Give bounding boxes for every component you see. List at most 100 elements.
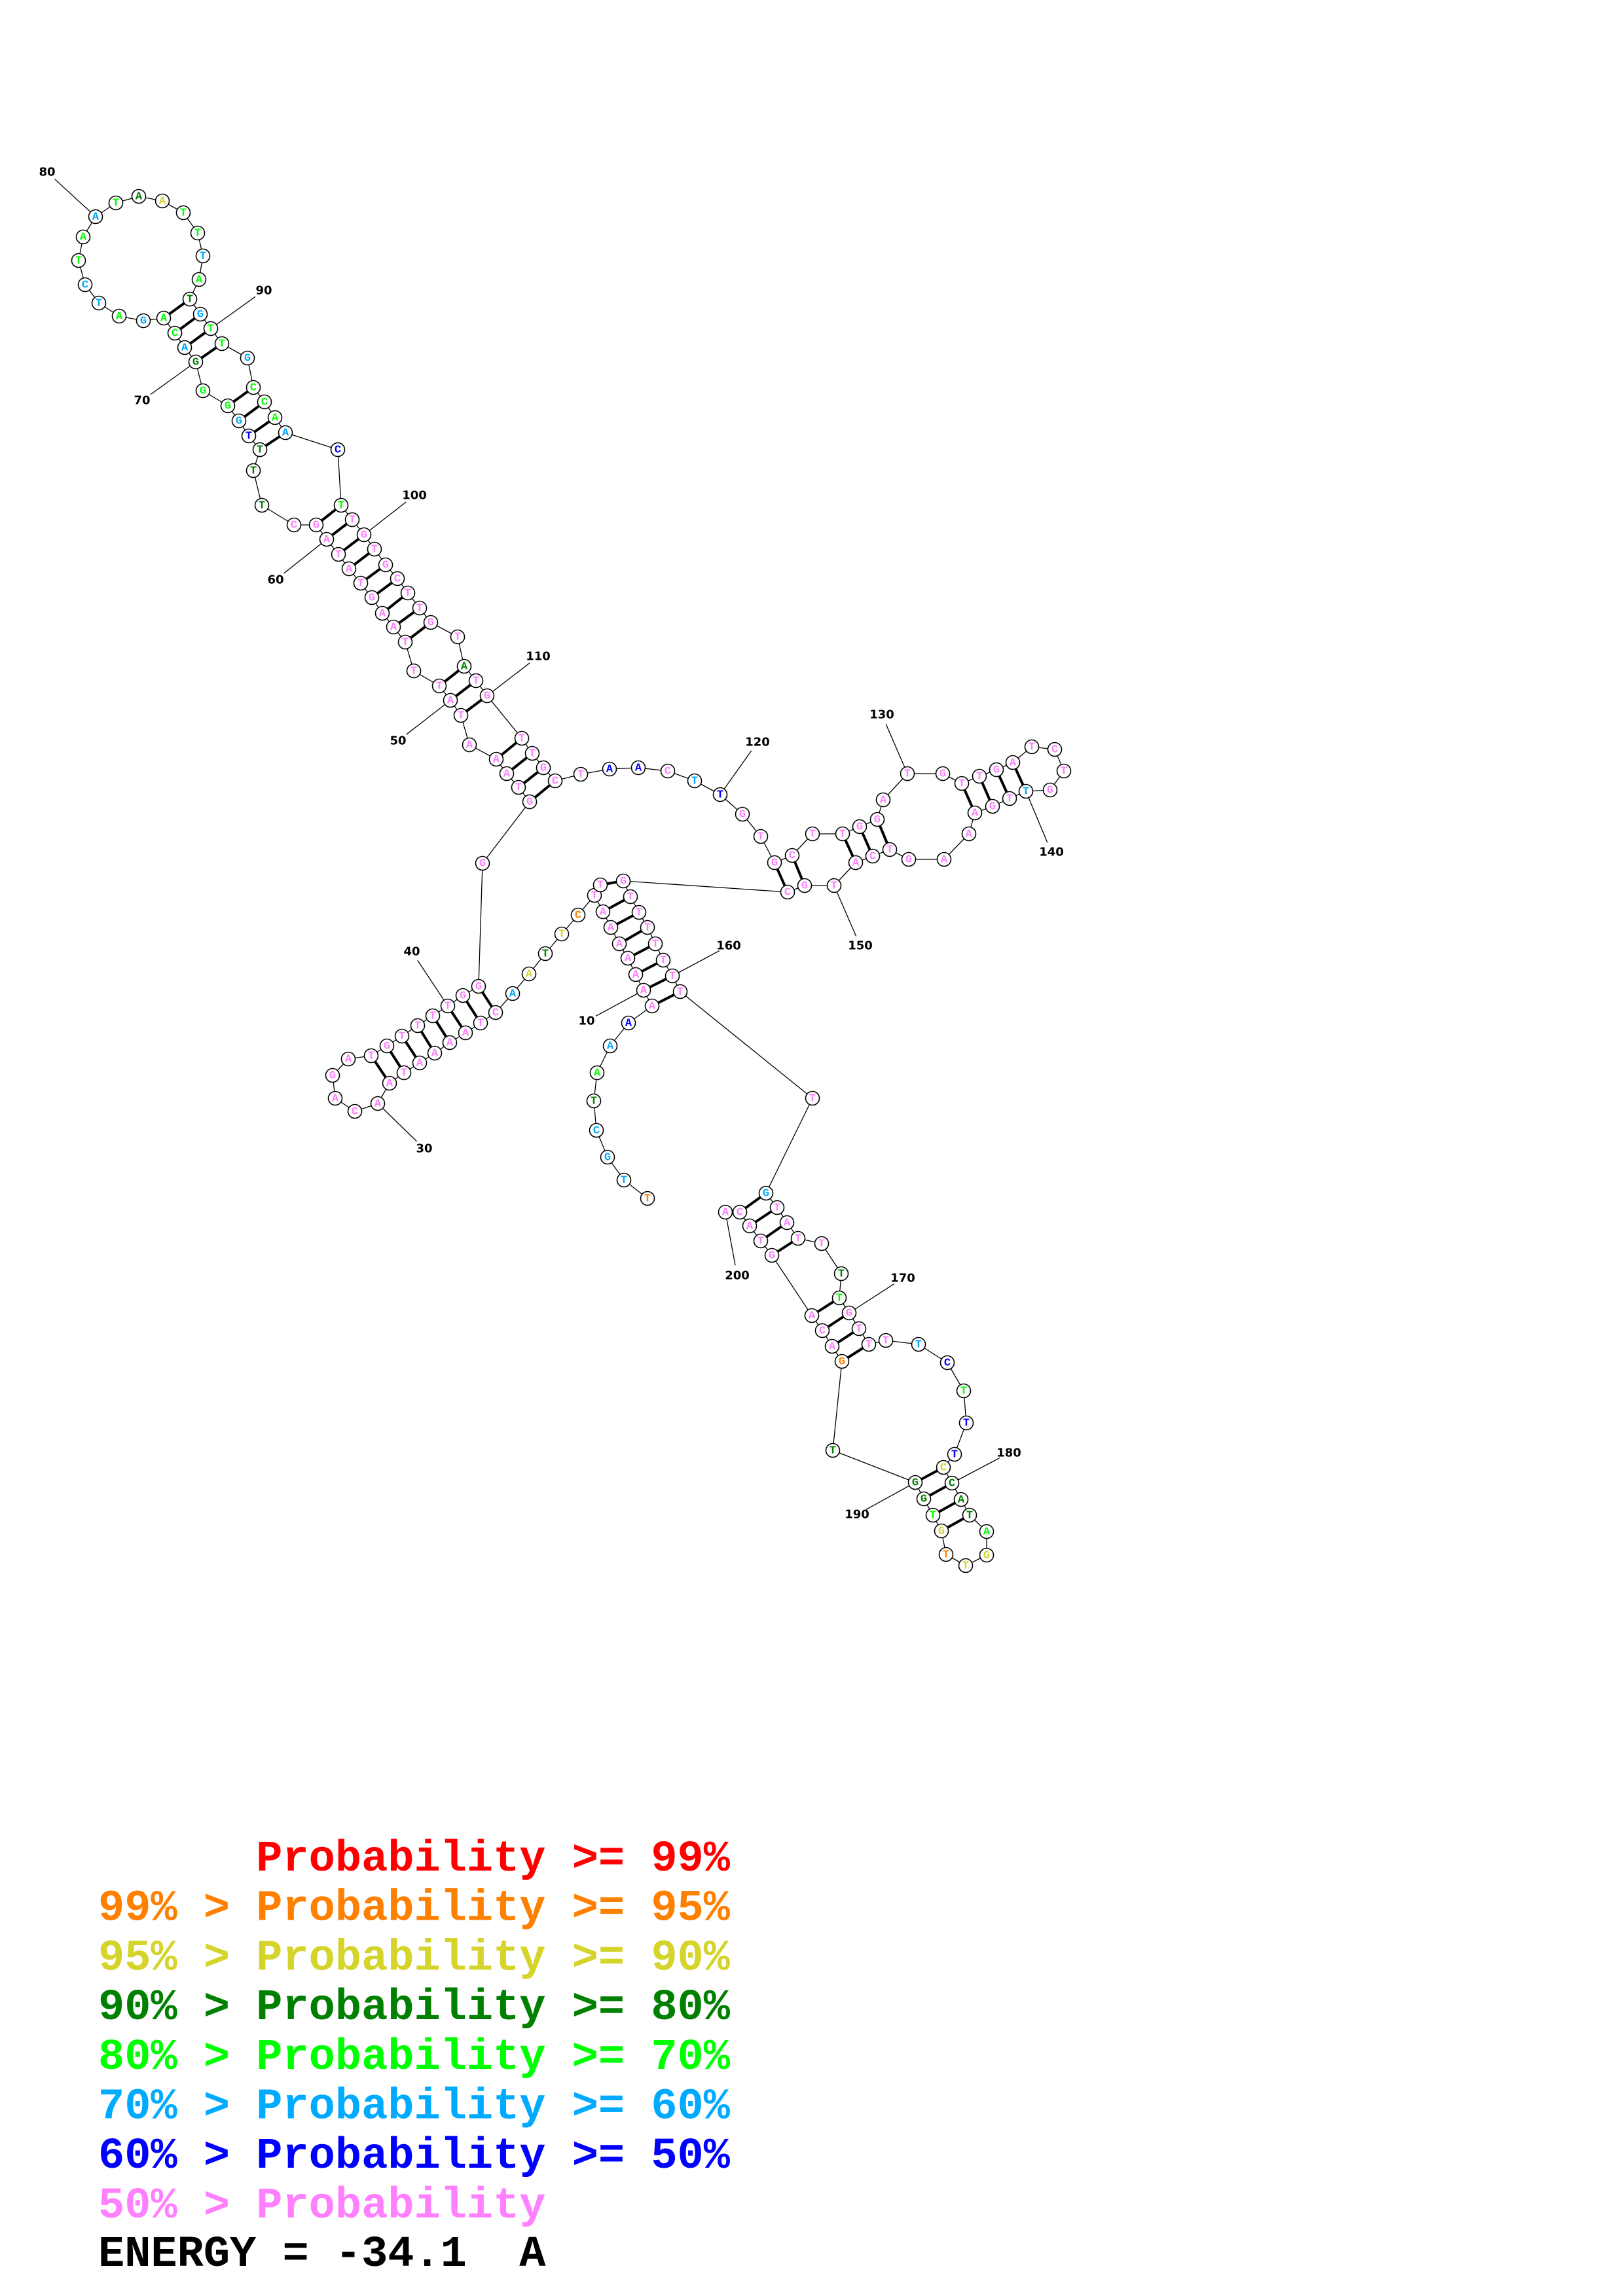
position-labels: 1030405060708090100110120130140150160170… (39, 166, 1063, 1522)
nucleotide: G (231, 413, 247, 429)
nucleotide-letter: T (401, 1067, 407, 1080)
nucleotide-letter: T (257, 444, 263, 457)
nucleotide: A (1005, 755, 1021, 770)
position-label-leader (363, 501, 407, 535)
nucleotide-circle (77, 277, 93, 293)
nucleotide-letter: T (621, 1175, 627, 1187)
nucleotide-circle (462, 737, 477, 753)
nucleotide-letter: C (944, 1357, 951, 1370)
nucleotide: A (979, 1524, 994, 1539)
nucleotide-circle (630, 760, 646, 776)
nucleotide-circle (824, 1338, 840, 1354)
nucleotide-letter: T (795, 1233, 801, 1246)
nucleotide-circle (331, 547, 346, 562)
nucleotide: A (374, 605, 390, 621)
nucleotide-letter: G (526, 797, 533, 809)
nucleotide: T (431, 678, 447, 694)
position-label: 30 (416, 1142, 432, 1156)
nucleotide-circle (547, 773, 563, 789)
nucleotide: G (479, 688, 495, 704)
nucleotide: C (589, 1122, 604, 1138)
nucleotide-letter: T (839, 829, 846, 841)
nucleotide: T (616, 1172, 632, 1188)
backbone-segment (832, 1361, 843, 1451)
nucleotide-circle (1005, 755, 1021, 770)
backbone-segment (337, 449, 342, 506)
nucleotide-circle (325, 1067, 340, 1083)
nucleotide-circle (947, 1446, 962, 1462)
nucleotide-circle (111, 308, 127, 324)
nucleotide-letter: G (197, 309, 204, 321)
nucleotide-circle (475, 855, 490, 871)
nucleotide-circle (826, 878, 842, 893)
nucleotide-circle (869, 812, 885, 827)
nucleotide: T (1056, 763, 1072, 779)
nucleotide-circle (835, 826, 850, 842)
nucleotide: T (573, 766, 589, 782)
nucleotide: G (869, 812, 885, 827)
nucleotide-circle (742, 1218, 757, 1234)
nucleotide-letter: G (382, 560, 389, 572)
nucleotide-circle (901, 852, 917, 867)
position-label: 180 (996, 1446, 1021, 1460)
nucleotide-letter: C (789, 850, 795, 863)
nucleotide-circle (600, 1149, 615, 1165)
nucleotide: T (958, 1415, 974, 1431)
nucleotide-circle (825, 1443, 841, 1458)
nucleotide: T (473, 1015, 488, 1031)
nucleotide-letter: T (187, 294, 193, 306)
nucleotide: A (111, 308, 127, 324)
nucleotide-circle (195, 383, 211, 399)
nucleotide: G (758, 1185, 774, 1201)
nucleotide: T (623, 889, 638, 905)
nucleotide-circle (308, 517, 324, 533)
nucleotide-circle (425, 1008, 441, 1024)
nucleotide: T (586, 1093, 602, 1109)
nucleotide-circle (805, 826, 820, 842)
nucleotide: G (195, 383, 211, 399)
nucleotide-circle (841, 1305, 857, 1321)
nucleotide-letter: T (809, 1093, 816, 1105)
nucleotide: A (967, 805, 983, 821)
position-label-leader (848, 1283, 894, 1314)
nucleotide-letter: A (466, 740, 473, 752)
nucleotide-letter: A (746, 1221, 754, 1233)
nucleotide: A (848, 855, 864, 870)
nucleotide: T (972, 768, 987, 784)
nucleotide: A (603, 920, 619, 935)
nucleotide-circle (1002, 791, 1017, 806)
nucleotide-letter: T (402, 637, 409, 649)
position-label-leader (406, 700, 451, 735)
legend-row: Probability >= 99% (98, 1835, 731, 1884)
nucleotide: G (797, 878, 812, 893)
nucleotide: C (347, 1103, 363, 1119)
nucleotide: A (742, 1218, 757, 1234)
nucleotide-letter: T (757, 1236, 764, 1248)
nucleotide-letter: T (930, 1510, 936, 1522)
nucleotide: C (286, 517, 302, 533)
nucleotide: A (75, 229, 91, 245)
nucleotide: A (875, 792, 891, 808)
nucleotide-circle (851, 1321, 867, 1336)
nucleotide-circle (71, 253, 86, 268)
nucleotide: T (805, 826, 820, 842)
nucleotide-letter: T (180, 207, 187, 220)
nucleotide: C (732, 1204, 748, 1220)
nucleotide-letter: G (769, 1250, 775, 1263)
nucleotide: T (835, 826, 850, 842)
nucleotide: A (340, 1051, 356, 1067)
nucleotide-circle (784, 848, 800, 863)
nucleotide-circle (640, 920, 655, 935)
nucleotide-letter: G (329, 1070, 336, 1083)
nucleotide-letter: A (607, 1041, 614, 1053)
nucleotide-letter: T (836, 1293, 843, 1305)
nucleotide-letter: G (140, 315, 147, 328)
nucleotide: T (665, 968, 680, 984)
position-label: 160 (716, 939, 741, 953)
nucleotide: A (595, 904, 611, 920)
nucleotide: G (834, 1354, 850, 1369)
nucleotide-letter: G (484, 691, 490, 703)
nucleotide-circle (191, 272, 207, 287)
nucleotide: T (511, 780, 526, 795)
